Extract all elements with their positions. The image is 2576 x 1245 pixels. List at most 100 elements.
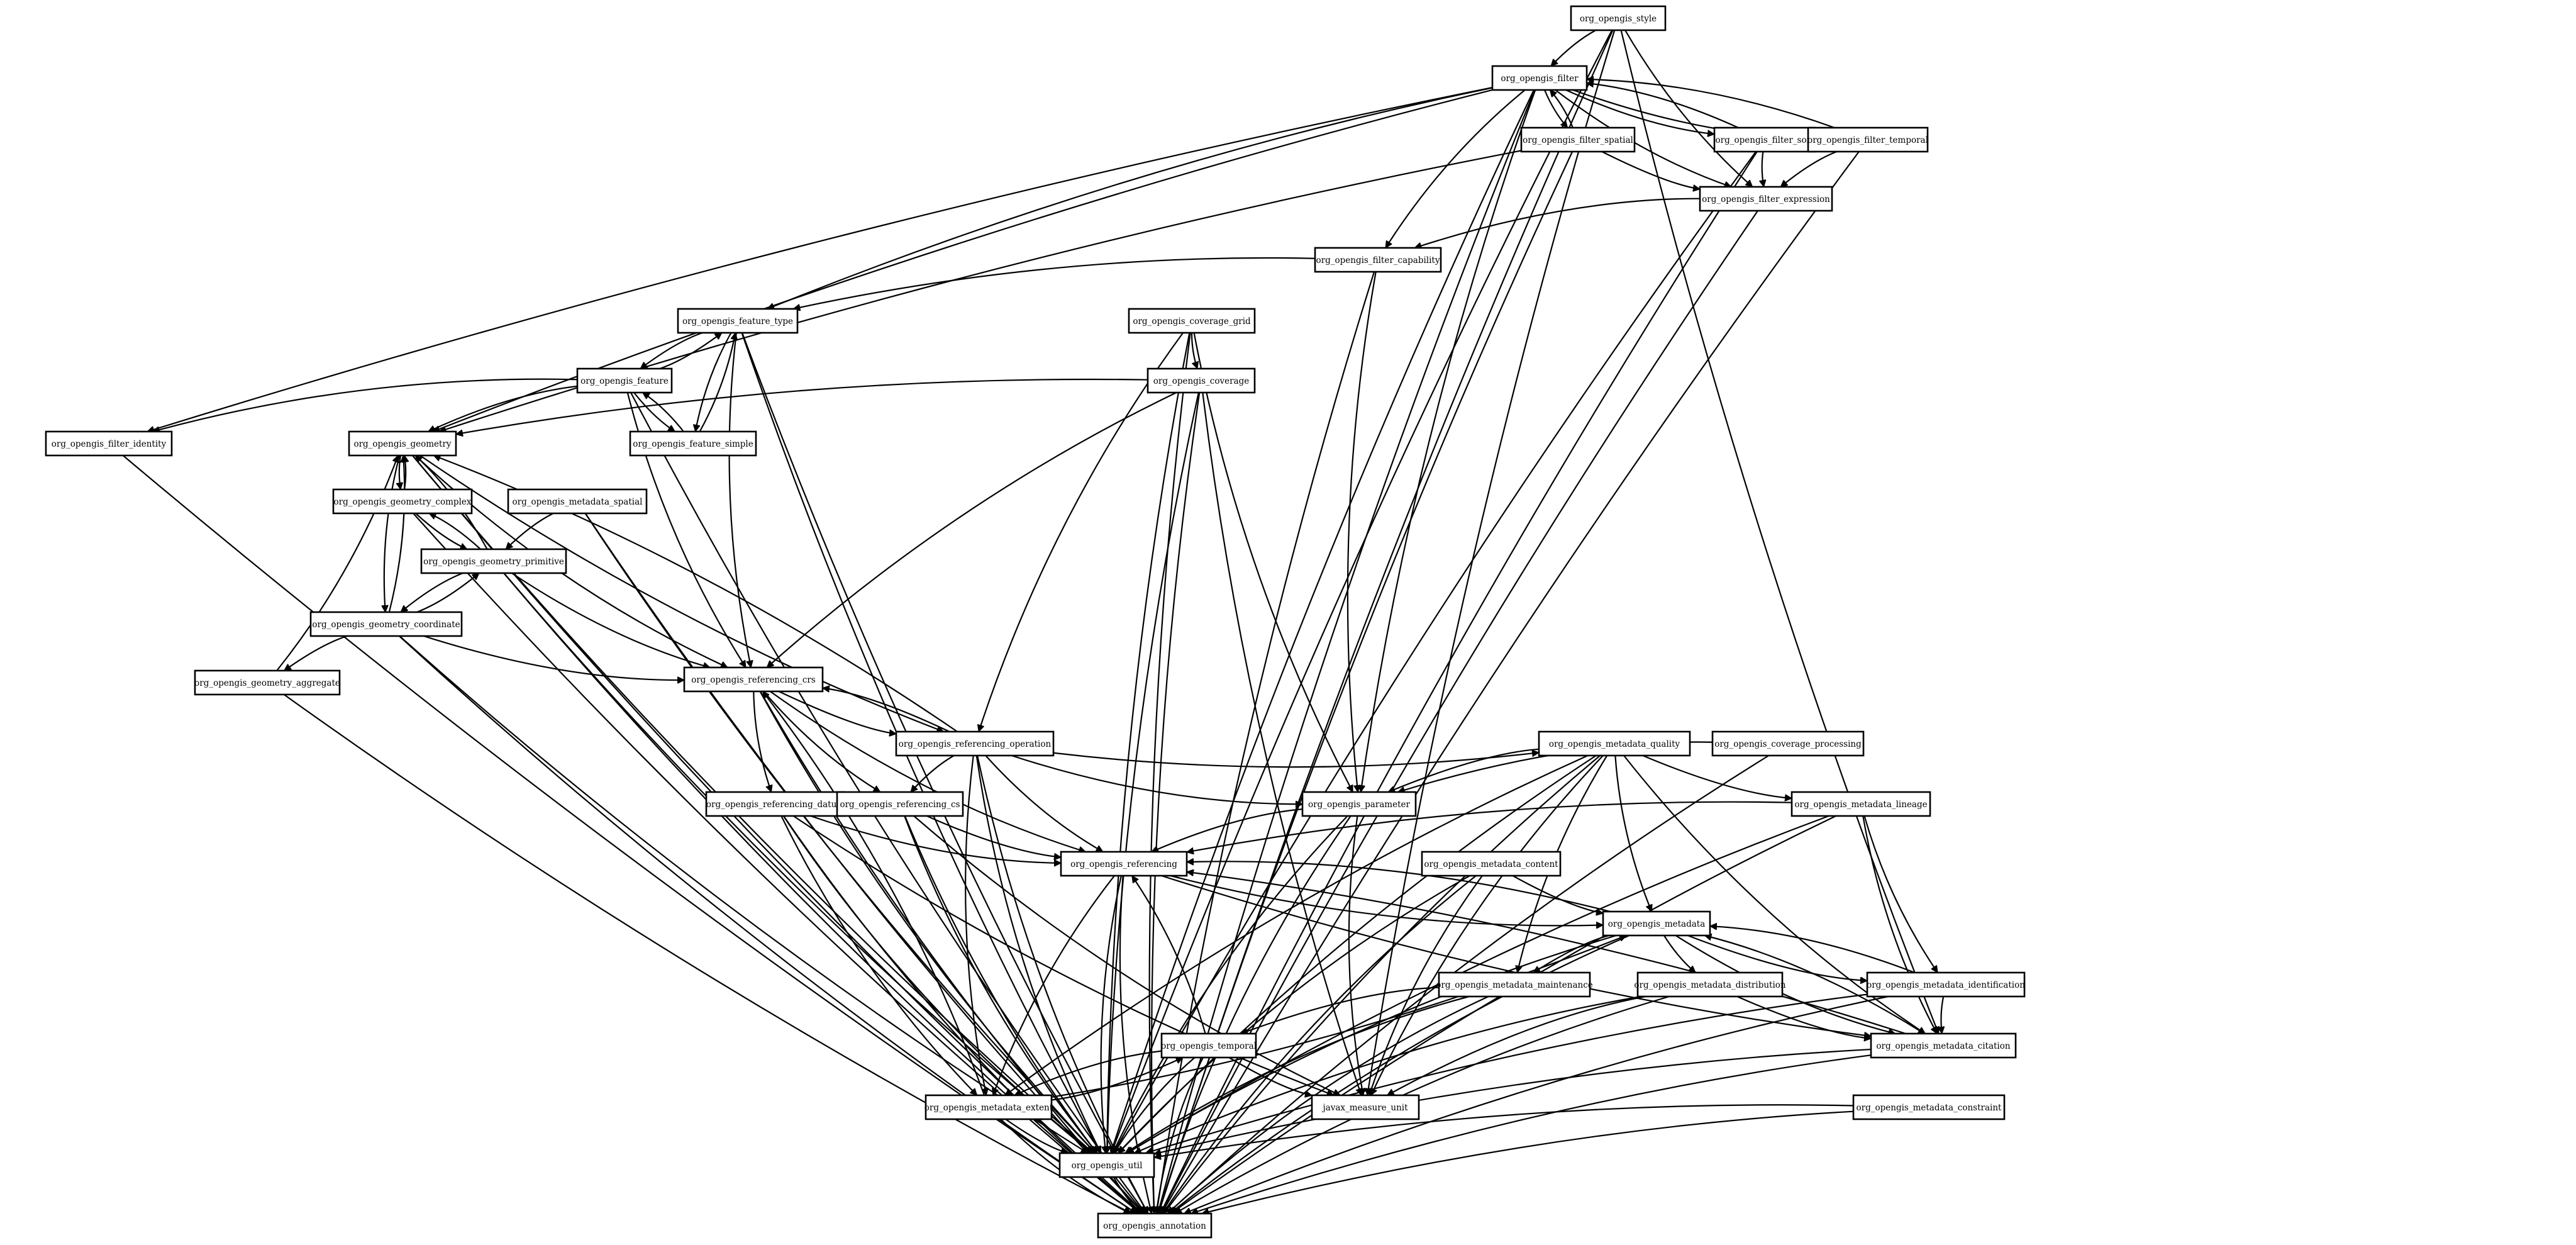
package-node-label: org_opengis_referencing_datum bbox=[706, 800, 845, 810]
dependency-edge bbox=[1168, 755, 1769, 1214]
package-node-label: org_opengis_filter_temporal bbox=[1807, 135, 1928, 145]
dependency-edge bbox=[1543, 89, 1568, 128]
dependency-edge bbox=[1687, 934, 1867, 981]
package-node-box bbox=[1301, 791, 1417, 817]
dependency-edge bbox=[759, 691, 1144, 1214]
package-node-label: org_opengis_coverage bbox=[1153, 376, 1250, 386]
dependency-edge bbox=[1051, 935, 1626, 1098]
dependency-edge bbox=[399, 455, 401, 489]
dependency-edge bbox=[659, 332, 722, 370]
dependency-edge bbox=[823, 688, 950, 732]
dependency-edge bbox=[1187, 861, 1611, 913]
dependency-edge bbox=[1100, 875, 1122, 1153]
package-node-box bbox=[1602, 910, 1711, 937]
dependency-edge bbox=[423, 635, 684, 680]
dependency-edge bbox=[904, 815, 1098, 1153]
package-node-label: org_opengis_metadata_extent bbox=[924, 1103, 1053, 1113]
dependency-edge bbox=[1941, 996, 1943, 1034]
dependency-edge bbox=[1175, 995, 1670, 1214]
package-node-label: org_opengis_coverage_processing bbox=[1714, 739, 1862, 749]
package-node-box bbox=[1866, 971, 2026, 998]
dependency-edge bbox=[1171, 815, 1836, 1214]
package-node-coverage-grid: org_opengis_coverage_grid bbox=[1128, 308, 1256, 334]
dependency-edge bbox=[767, 392, 1177, 668]
package-node-filter: org_opengis_filter bbox=[1491, 65, 1588, 91]
package-node-label: org_opengis_feature_simple bbox=[633, 439, 753, 449]
package-node-label: org_opengis_geometry_aggregate bbox=[194, 678, 340, 688]
dependency-edge bbox=[1191, 332, 1197, 369]
package-node-box bbox=[194, 669, 341, 696]
package-node-box bbox=[1636, 971, 1784, 998]
package-node-box bbox=[1146, 367, 1256, 394]
dependency-edge bbox=[1170, 874, 1603, 925]
package-node-box bbox=[1852, 1094, 2006, 1120]
dependency-edge bbox=[1385, 89, 1526, 248]
dependency-edge bbox=[810, 815, 1061, 863]
dependency-edge bbox=[384, 455, 401, 612]
package-node-metadata-quality: org_opengis_metadata_quality bbox=[1538, 730, 1691, 757]
package-node-box bbox=[836, 791, 964, 817]
dependency-edge bbox=[1154, 1104, 1854, 1158]
dependency-edge bbox=[643, 392, 684, 432]
package-node-referencing-datum: org_opengis_referencing_datum bbox=[705, 791, 846, 817]
package-node-box bbox=[677, 308, 799, 334]
package-node-box bbox=[1807, 126, 1929, 153]
dependency-edge bbox=[926, 815, 1061, 857]
dependency-edge bbox=[780, 815, 977, 1095]
package-node-box bbox=[1421, 851, 1562, 877]
dependency-edge bbox=[1549, 90, 1574, 128]
package-node-box bbox=[1790, 791, 1931, 817]
package-node-box bbox=[629, 430, 757, 457]
package-node-feature: org_opengis_feature bbox=[576, 367, 673, 394]
dependency-edge bbox=[1111, 89, 1535, 1153]
package-node-metadata-content: org_opengis_metadata_content bbox=[1421, 851, 1562, 877]
dependency-edge bbox=[633, 392, 675, 432]
package-node-geometry-complex: org_opengis_geometry_complex bbox=[332, 488, 473, 515]
dependency-edge bbox=[1623, 755, 1925, 1034]
package-node-label: org_opengis_referencing_operation bbox=[899, 739, 1052, 749]
dependency-edge bbox=[1170, 934, 1630, 1214]
dependency-edge bbox=[1167, 996, 1489, 1214]
package-node-box bbox=[1060, 851, 1188, 877]
package-node-label: org_opengis_feature bbox=[580, 376, 669, 386]
package-node-geometry-aggregate: org_opengis_geometry_aggregate bbox=[194, 669, 341, 696]
dependency-edge bbox=[1162, 875, 1477, 1214]
dependency-edge bbox=[147, 87, 1493, 432]
dependency-edge bbox=[1555, 89, 1731, 187]
package-node-box bbox=[1128, 308, 1256, 334]
package-node-metadata-distribution: org_opengis_metadata_distribution bbox=[1634, 971, 1786, 998]
package-node-box bbox=[332, 488, 473, 515]
dependency-edge bbox=[1202, 392, 1361, 1095]
package-node-label: org_opengis_metadata_maintenance bbox=[1436, 980, 1593, 990]
package-node-box bbox=[1538, 730, 1691, 757]
package-node-box bbox=[420, 548, 567, 574]
package-node-label: org_opengis_style bbox=[1580, 14, 1657, 24]
package-node-filter-capability: org_opengis_filter_capability bbox=[1314, 247, 1442, 273]
package-node-box bbox=[1058, 1152, 1155, 1178]
package-node-label: org_opengis_metadata_distribution bbox=[1634, 980, 1786, 990]
package-node-filter-spatial: org_opengis_filter_spatial bbox=[1520, 126, 1636, 153]
dependency-edge bbox=[1388, 748, 1540, 792]
dependency-edge bbox=[728, 332, 752, 667]
package-node-metadata-spatial: org_opengis_metadata_spatial bbox=[507, 488, 648, 515]
package-node-metadata-maintenance: org_opengis_metadata_maintenance bbox=[1436, 971, 1593, 998]
dependency-edge bbox=[584, 513, 1096, 1153]
package-node-box bbox=[507, 488, 648, 515]
package-nodes: org_opengis_style org_opengis_filter org_o… bbox=[45, 5, 2026, 1239]
package-node-coverage: org_opengis_coverage bbox=[1146, 367, 1256, 394]
dependency-edge bbox=[1014, 1050, 1162, 1096]
dependency-edge bbox=[1187, 801, 1792, 852]
dependency-edge bbox=[1184, 995, 1889, 1214]
dependency-edge bbox=[433, 455, 958, 732]
dependency-edge bbox=[778, 691, 896, 734]
package-node-box bbox=[1699, 186, 1833, 212]
dependency-edge bbox=[1127, 934, 1617, 1154]
package-node-geometry-primitive: org_opengis_geometry_primitive bbox=[420, 548, 567, 574]
dependency-edges bbox=[122, 30, 1944, 1214]
package-node-label: org_opengis_filter_spatial bbox=[1523, 135, 1633, 145]
package-node-box bbox=[1711, 730, 1865, 757]
dependency-edge bbox=[503, 572, 1141, 1214]
package-node-label: org_opengis_filter_sort bbox=[1716, 135, 1815, 145]
package-node-label: javax_measure_unit bbox=[1321, 1103, 1408, 1113]
